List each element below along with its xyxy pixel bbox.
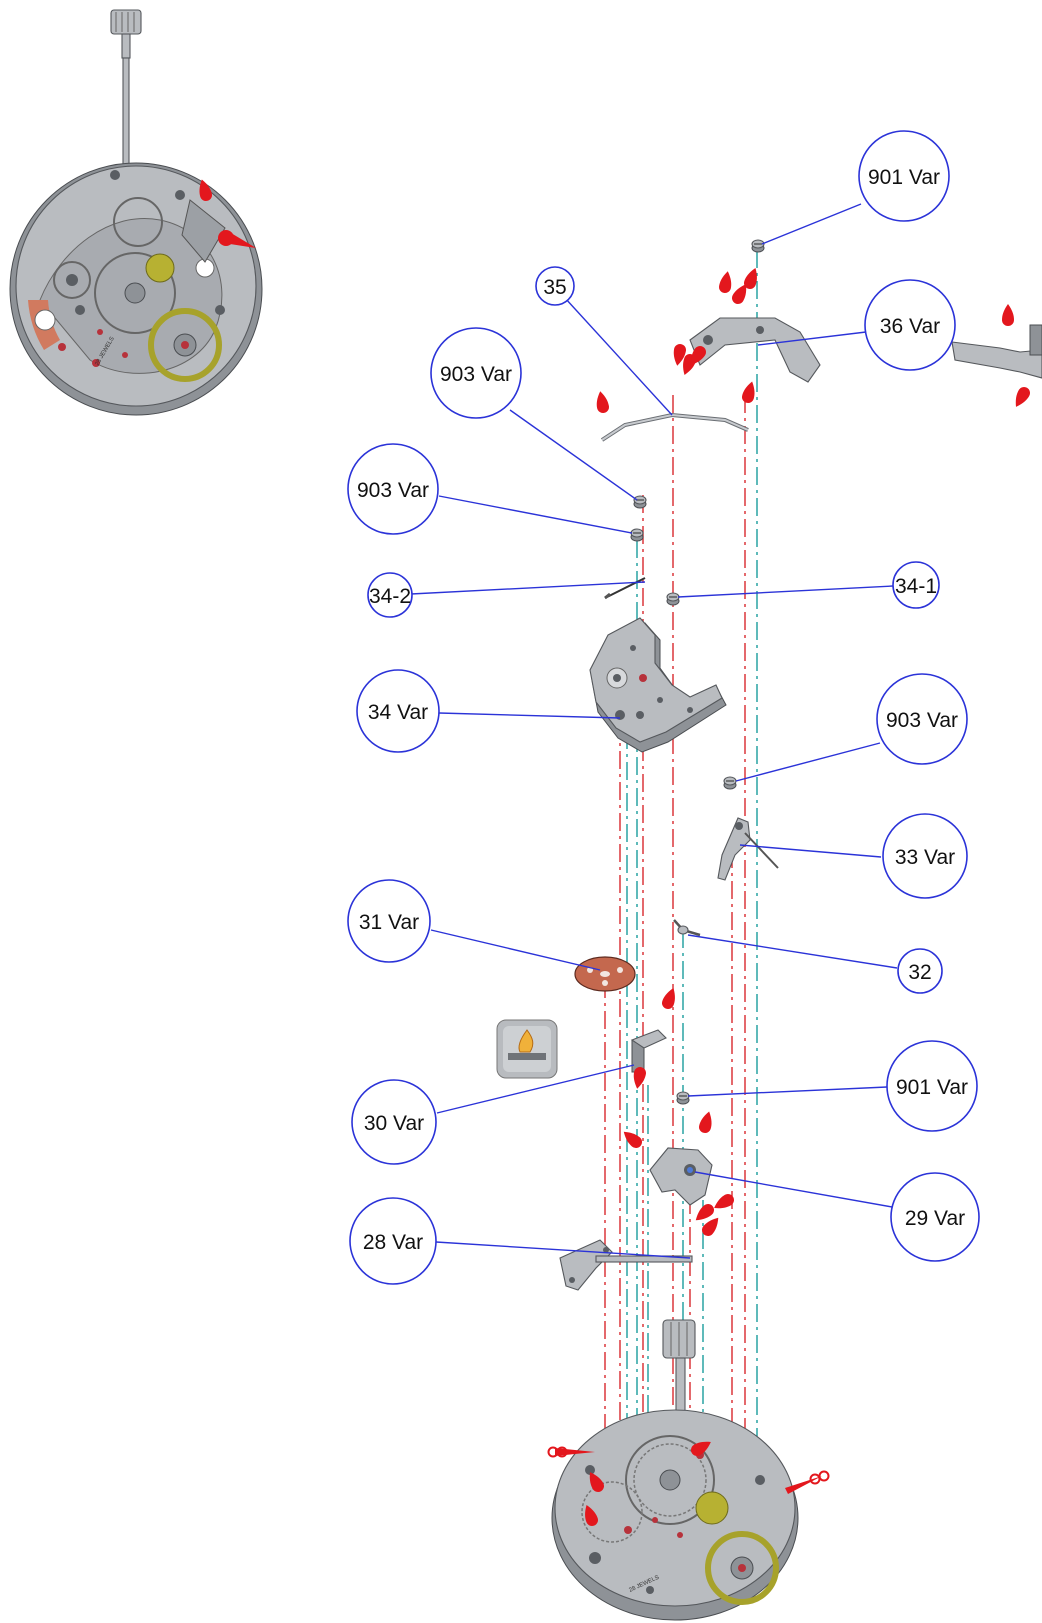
part-34-bridge bbox=[589, 617, 727, 753]
part-36-detail-view bbox=[951, 304, 1042, 410]
callout-label: 33 Var bbox=[895, 846, 955, 869]
callout-label: 901 Var bbox=[868, 166, 940, 189]
callout-28-var: 28 Var bbox=[349, 1197, 437, 1285]
oil-drop-icon bbox=[785, 1470, 830, 1494]
callout-903-var-a: 903 Var bbox=[430, 327, 522, 419]
callout-30-var: 30 Var bbox=[351, 1079, 437, 1165]
callout-34-2: 34-2 bbox=[367, 572, 413, 618]
oil-drop-icon bbox=[718, 270, 734, 294]
callout-32: 32 bbox=[897, 948, 943, 994]
part-32-spring bbox=[673, 919, 701, 937]
callout-901-var-top: 901 Var bbox=[858, 130, 950, 222]
callout-label: 903 Var bbox=[357, 479, 429, 502]
callout-36-var: 36 Var bbox=[864, 279, 956, 371]
oil-drop-icon bbox=[218, 230, 256, 248]
part-34-1-stud bbox=[666, 592, 680, 606]
callout-label: 34-1 bbox=[895, 575, 937, 598]
part-29-lever bbox=[619, 1109, 737, 1225]
callout-label: 35 bbox=[543, 276, 566, 299]
oil-drop-icon bbox=[740, 379, 758, 405]
callout-34-var: 34 Var bbox=[356, 669, 440, 753]
part-903-screw-b bbox=[630, 528, 644, 542]
oil-drop-icon bbox=[547, 1446, 595, 1458]
oil-drop-icon bbox=[697, 1109, 715, 1135]
callout-35: 35 bbox=[535, 266, 575, 306]
callout-label: 36 Var bbox=[880, 315, 940, 338]
assembly-axes bbox=[604, 250, 758, 1445]
callout-label: 29 Var bbox=[905, 1207, 965, 1230]
part-901-screw-top bbox=[751, 239, 765, 253]
part-34-2-spring bbox=[604, 577, 646, 600]
oil-drop-icon bbox=[1010, 384, 1033, 410]
callout-label: 31 Var bbox=[359, 911, 419, 934]
leader-lines bbox=[410, 203, 898, 1259]
part-35-spring bbox=[594, 379, 758, 442]
part-36-bridge bbox=[671, 265, 821, 383]
callout-31-var: 31 Var bbox=[347, 879, 431, 963]
reference-movement: 28 JEWELS bbox=[9, 9, 263, 416]
callout-33-var: 33 Var bbox=[882, 813, 968, 899]
callout-label: 903 Var bbox=[886, 709, 958, 732]
callout-903-var-b: 903 Var bbox=[347, 443, 439, 535]
part-33-lever bbox=[717, 817, 779, 881]
base-movement: 28 JEWELS bbox=[547, 1409, 830, 1621]
oil-drop-icon bbox=[660, 985, 680, 1011]
heat-treatment-icon bbox=[496, 1019, 558, 1079]
part-903-screw-c bbox=[723, 776, 737, 790]
callout-label: 34-2 bbox=[369, 585, 411, 608]
callout-901-var-bottom: 901 Var bbox=[886, 1040, 978, 1132]
callout-34-1: 34-1 bbox=[892, 561, 940, 609]
callout-29-var: 29 Var bbox=[890, 1172, 980, 1262]
oil-drop-icon bbox=[594, 390, 610, 414]
callout-903-var-c: 903 Var bbox=[876, 673, 968, 765]
part-903-screw-a bbox=[633, 495, 647, 509]
part-30-pinion bbox=[630, 985, 680, 1090]
callout-label: 30 Var bbox=[364, 1112, 424, 1135]
oil-drop-icon bbox=[1002, 304, 1014, 326]
callout-label: 903 Var bbox=[440, 363, 512, 386]
callout-label: 32 bbox=[908, 961, 931, 984]
callout-label: 28 Var bbox=[363, 1231, 423, 1254]
callout-label: 34 Var bbox=[368, 701, 428, 724]
part-31-disc bbox=[574, 956, 636, 992]
part-901-screw-bottom bbox=[676, 1091, 690, 1105]
oil-drop-icon bbox=[619, 1127, 645, 1151]
callout-label: 901 Var bbox=[896, 1076, 968, 1099]
